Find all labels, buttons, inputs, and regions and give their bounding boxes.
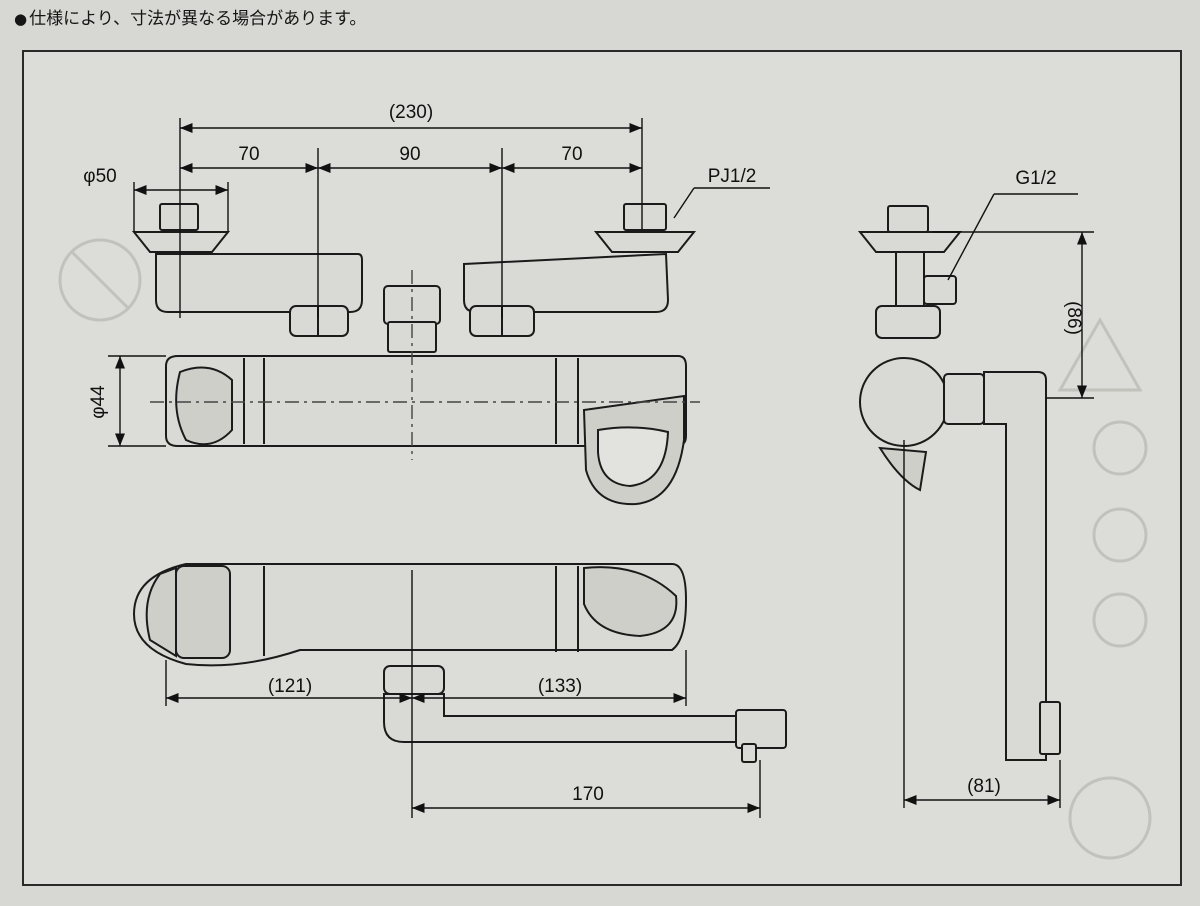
note-bullet: ● bbox=[14, 10, 28, 28]
dim-body-diameter: φ44 bbox=[88, 385, 109, 419]
dim-side-height: (86) bbox=[1063, 301, 1084, 335]
dim-pipe-diameter: φ50 bbox=[83, 166, 116, 187]
dim-side-depth: (81) bbox=[967, 776, 1001, 797]
front-view bbox=[131, 203, 697, 506]
front-right-inlet bbox=[463, 203, 697, 337]
front-dimensions bbox=[108, 118, 770, 460]
top-view bbox=[132, 563, 787, 763]
side-view bbox=[857, 205, 1061, 761]
dim-overall-width: (230) bbox=[389, 102, 433, 123]
top-spout bbox=[383, 665, 787, 763]
front-main-body bbox=[165, 355, 687, 506]
dim-spout-length: 170 bbox=[572, 784, 604, 805]
dim-right-70: 70 bbox=[561, 144, 582, 165]
note-text: 仕様により、寸法が異なる場合があります。 bbox=[29, 9, 367, 29]
front-left-inlet bbox=[131, 203, 363, 337]
dim-left-70: 70 bbox=[238, 144, 259, 165]
dim-top-right: (133) bbox=[538, 676, 582, 697]
label-outlet-thread: G1/2 bbox=[1015, 168, 1056, 189]
label-inlet-thread: PJ1/2 bbox=[708, 166, 757, 187]
top-dimensions bbox=[165, 570, 761, 818]
top-main-body bbox=[132, 563, 688, 667]
spec-note: ●仕様により、寸法が異なる場合があります。 bbox=[14, 4, 366, 29]
dim-center-90: 90 bbox=[399, 144, 420, 165]
background-ghost-marks bbox=[58, 238, 1152, 860]
dim-top-left: (121) bbox=[268, 676, 312, 697]
side-dimensions bbox=[903, 193, 1094, 808]
